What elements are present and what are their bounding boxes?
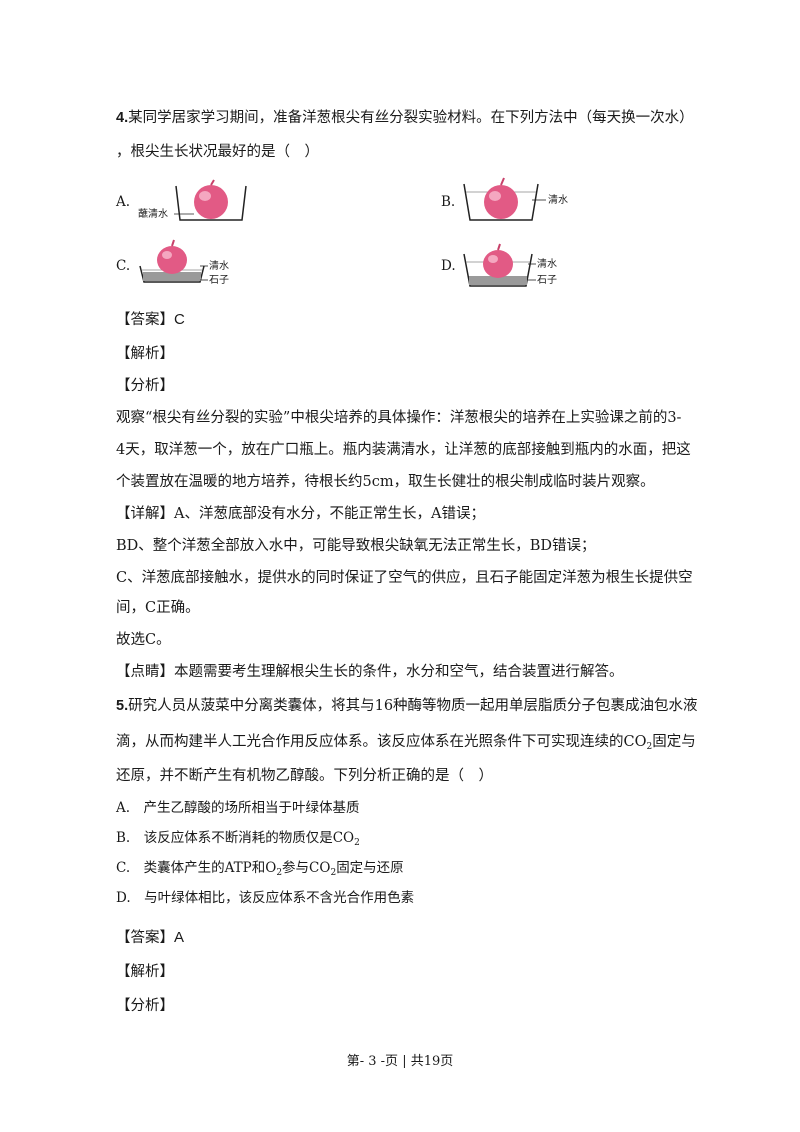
q4-figure-b-water-label: 清水: [548, 193, 568, 206]
q4-option-d-label: D.: [441, 258, 456, 274]
q5-option-b-sub: 2: [354, 838, 360, 848]
q5-option-c-sub2: 2: [330, 868, 337, 878]
q4-number: 4.: [116, 110, 129, 126]
q5-answer-tag: 【答案】: [116, 930, 174, 946]
q4-figure-c-water-label: 清水: [209, 259, 229, 272]
q5-stem-line2-a: 滴，从而构建半人工光合作用反应体系。该反应体系在光照条件下可实现连续的CO: [116, 734, 647, 750]
q5-option-d: D. 与叶绿体相比，该反应体系不含光合作用色素: [116, 890, 415, 906]
q5-option-a: A. 产生乙醇酸的场所相当于叶绿体基质: [116, 800, 360, 816]
q4-figure-a-water-label: 蘸清水: [138, 207, 168, 220]
q4-figure-c: 清水 石子: [139, 239, 229, 286]
q5-jiexi-heading: 【解析】: [116, 964, 174, 980]
q4-detail-line4: 间，C正确。: [116, 600, 200, 616]
q5-stem-line1: 5.研究人员从菠菜中分离类囊体，将其与16种酶等物质一起用单层脂质分子包裹成油包…: [116, 696, 698, 716]
q4-figure-a: 蘸清水: [138, 179, 247, 221]
q5-answer-value: A: [174, 929, 185, 946]
q4-stem-line1: 4.某同学居家学习期间，准备洋葱根尖有丝分裂实验材料。在下列方法中（每天换一次水…: [116, 108, 694, 128]
q5-option-c-sub1: 2: [276, 868, 283, 878]
q4-analysis-line2: 4天，取洋葱一个，放在广口瓶上。瓶内装满清水，让洋葱的底部接触到瓶内的水面，把这: [116, 442, 691, 458]
q5-stem-line3: 还原，并不断产生有机物乙醇酸。下列分析正确的是（ ）: [116, 768, 493, 784]
q5-option-c-post: 固定与还原: [336, 860, 404, 876]
q5-answer: 【答案】A: [116, 928, 184, 948]
q5-option-c-mid: 参与CO: [282, 860, 331, 876]
q5-fenxi-heading: 【分析】: [116, 998, 174, 1014]
q4-figure-d-stone-label: 石子: [537, 274, 557, 286]
q4-answer-tag: 【答案】: [116, 312, 174, 328]
q4-comment: 【点睛】本题需要考生理解根尖生长的条件，水分和空气，结合装置进行解答。: [116, 664, 624, 680]
q4-detail-line5: 故选C。: [116, 632, 171, 648]
q5-option-c-pre: C. 类囊体产生的ATP和O: [116, 860, 277, 876]
q5-stem-line2-b: 固定与: [652, 734, 696, 750]
q4-figure-b: 清水: [463, 177, 568, 221]
q4-option-c-label: C.: [116, 258, 131, 274]
q4-detail-line3: C、洋葱底部接触水，提供水的同时保证了空气的供应，且石子能固定洋葱为根生长提供空: [116, 570, 693, 586]
q5-option-b: B. 该反应体系不断消耗的物质仅是CO2: [116, 828, 360, 853]
q5-stem-line2: 滴，从而构建半人工光合作用反应体系。该反应体系在光照条件下可实现连续的CO2固定…: [116, 732, 696, 757]
q4-fenxi-heading: 【分析】: [116, 378, 174, 394]
q5-number: 5.: [116, 698, 129, 714]
q4-figure-c-stone-label: 石子: [209, 274, 229, 286]
q4-analysis-line3: 个装置放在温暖的地方培养，待根长约5cm，取生长健壮的根尖制成临时装片观察。: [116, 474, 655, 490]
q5-option-c: C. 类囊体产生的ATP和O2参与CO2固定与还原: [116, 858, 404, 883]
q4-analysis-line1: 观察“根尖有丝分裂的实验”中根尖培养的具体操作：洋葱根尖的培养在上实验课之前的3…: [116, 410, 682, 426]
q4-figure-d-water-label: 清水: [537, 257, 557, 270]
q5-stem-line2-sub: 2: [646, 742, 653, 752]
q4-option-a-label: A.: [116, 194, 131, 210]
q4-stem-line2: ，根尖生长状况最好的是（ ）: [116, 144, 319, 160]
q4-stem-text: 某同学居家学习期间，准备洋葱根尖有丝分裂实验材料。在下列方法中（每天换一次水）: [128, 110, 694, 126]
q4-figure-d: 清水 石子: [463, 243, 557, 287]
q5-stem-text: 研究人员从菠菜中分离类囊体，将其与16种酶等物质一起用单层脂质分子包裹成油包水液: [128, 698, 698, 714]
q4-jiexi-heading: 【解析】: [116, 346, 174, 362]
q4-answer: 【答案】C: [116, 310, 185, 330]
q4-option-b-label: B.: [441, 194, 456, 210]
page-footer: 第- 3 -页 | 共19页: [346, 1054, 454, 1069]
q4-detail-line2: BD、整个洋葱全部放入水中，可能导致根尖缺氧无法正常生长，BD错误；: [116, 538, 596, 554]
q4-answer-value: C: [174, 311, 185, 328]
q4-detail-line1: 【详解】A、洋葱底部没有水分，不能正常生长，A错误；: [116, 506, 485, 522]
q5-option-b-text: B. 该反应体系不断消耗的物质仅是CO: [116, 830, 355, 846]
